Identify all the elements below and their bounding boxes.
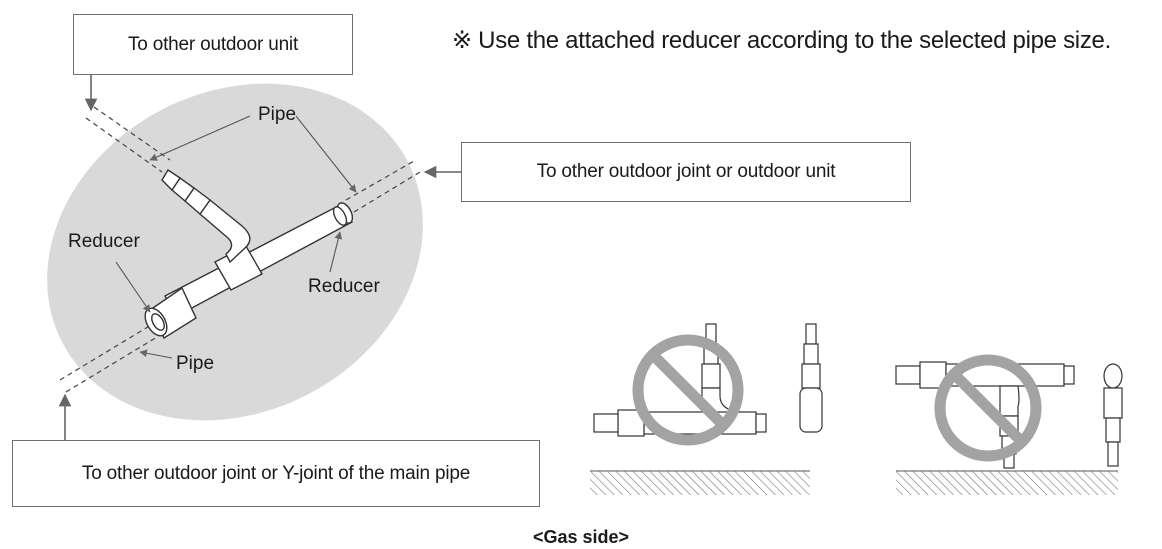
pipe-label-bottom: Pipe	[176, 353, 215, 374]
y-joint-fitting	[144, 169, 354, 340]
wrong-orientation-example-2	[895, 354, 1123, 495]
gas-side-caption: <Gas side>	[532, 527, 630, 547]
box-arrows	[58, 75, 461, 440]
pipe-label-top: Pipe	[258, 104, 297, 125]
pipe-lower-left	[59, 321, 163, 393]
pipe-upper-left	[85, 106, 171, 173]
reducer-note: ※ Use the attached reducer according to …	[452, 27, 1111, 54]
prohibited-symbol-1	[632, 334, 744, 446]
leader-lines	[115, 115, 357, 359]
to-other-outdoor-unit-box: To other outdoor unit	[73, 14, 353, 75]
to-outdoor-joint-or-unit-text: To other outdoor joint or outdoor unit	[536, 161, 836, 182]
prohibited-symbol-2	[934, 354, 1042, 462]
pipe-upper-right	[345, 160, 421, 213]
to-outdoor-joint-or-y-joint-box: To other outdoor joint or Y-joint of the…	[12, 440, 540, 507]
to-outdoor-joint-or-unit-box: To other outdoor joint or outdoor unit	[461, 142, 911, 202]
reducer-label-left: Reducer	[68, 231, 140, 252]
to-outdoor-joint-or-y-joint-text: To other outdoor joint or Y-joint of the…	[81, 462, 471, 484]
reducer-label-right: Reducer	[308, 276, 380, 297]
wrong-orientation-example-1	[590, 323, 823, 495]
to-other-outdoor-unit-text: To other outdoor unit	[127, 33, 299, 55]
